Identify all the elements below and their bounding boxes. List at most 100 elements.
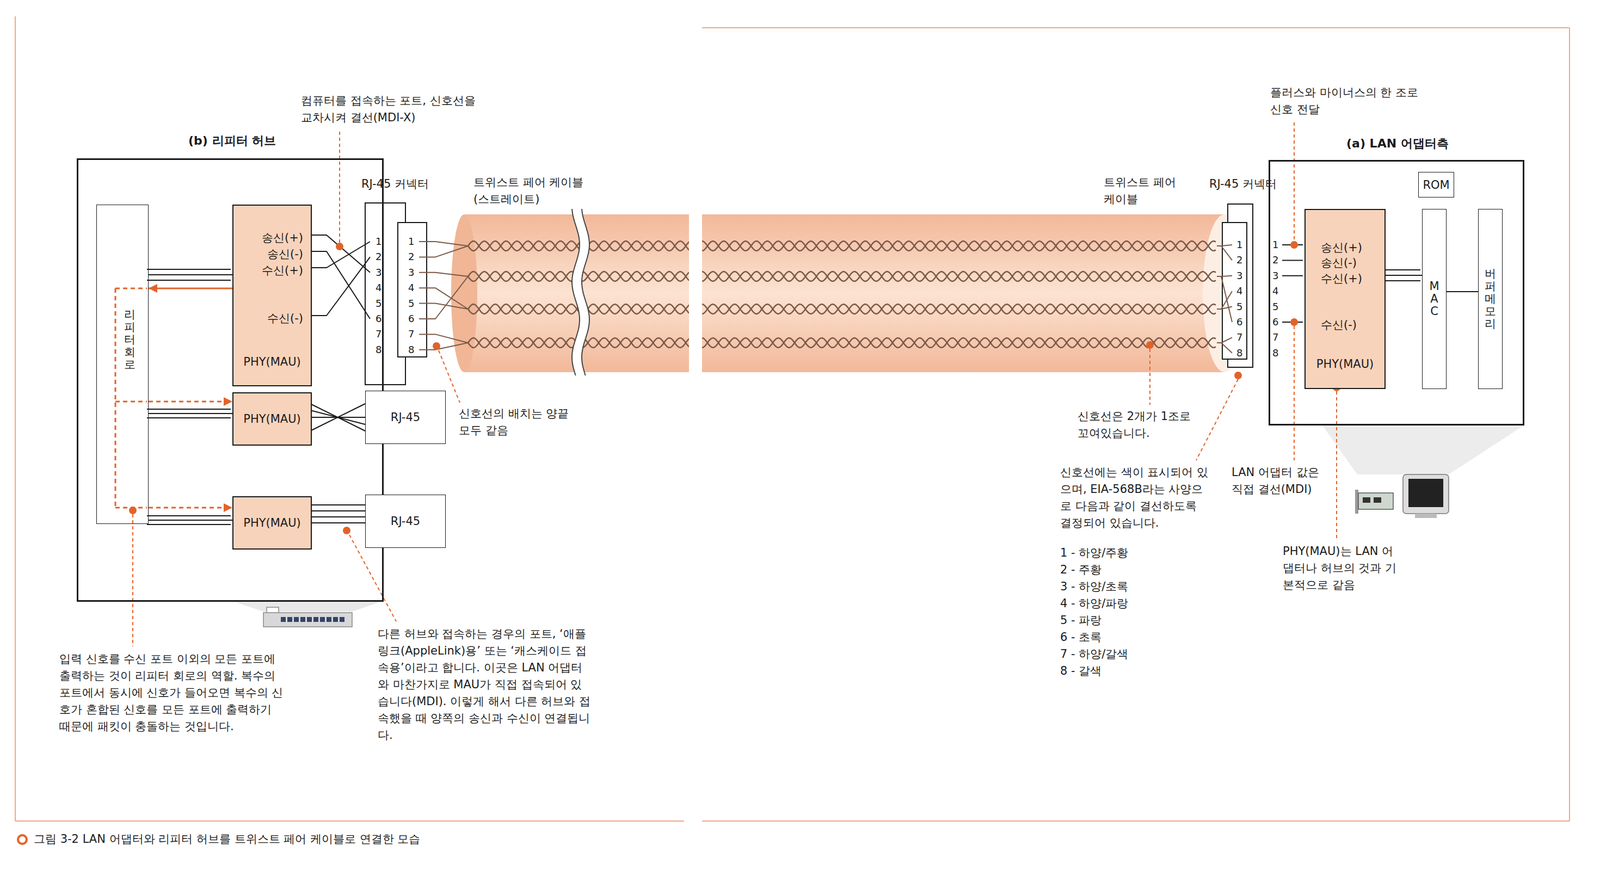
box-label: MAC — [1428, 280, 1440, 318]
hub-port — [320, 617, 325, 623]
callout-text: 트위스트 페어 케이블(스트레이트) — [473, 174, 588, 208]
icon-shadow — [234, 601, 381, 612]
pin-number: 2 — [1272, 254, 1279, 266]
box-label: RJ-45 — [390, 410, 421, 425]
pin-number: 8 — [1236, 347, 1243, 359]
pin-number: 3 — [408, 267, 415, 279]
pin-number: 8 — [408, 344, 415, 356]
callout-dot — [1234, 371, 1242, 380]
pin-number: 7 — [375, 328, 382, 340]
page-frame — [1568, 27, 1571, 822]
pin-number: 4 — [408, 282, 415, 294]
callout-text: 3 - 하양/초록 — [1060, 579, 1129, 594]
hub-port — [313, 617, 319, 623]
callout-text: LAN 어댑터 값은 직접 결선(MDI) — [1231, 464, 1333, 498]
rom-chip: ROM — [1418, 171, 1455, 198]
signal-wire — [1216, 342, 1233, 354]
box-label: PHY(MAU) — [1305, 357, 1385, 372]
lan-card-chip — [1362, 497, 1371, 503]
rj45-plug — [1222, 222, 1247, 360]
pin-number: 5 — [1236, 301, 1243, 313]
connector — [148, 519, 233, 521]
box-label: 송신(+) — [1320, 240, 1363, 255]
leader-line — [1293, 122, 1295, 242]
signal-wire — [1216, 245, 1233, 261]
pin-number: 4 — [1236, 285, 1243, 297]
signal-wire — [419, 334, 469, 343]
connector — [148, 507, 233, 509]
wire — [310, 510, 366, 512]
pin-number: 1 — [408, 236, 415, 248]
callout-text: 플러스와 마이너스의 한 조로 신호 전달 — [1270, 84, 1429, 119]
page-frame — [15, 820, 685, 822]
pin-number: 3 — [1236, 270, 1243, 282]
cable-break-edge — [571, 208, 580, 376]
callout-dot — [342, 526, 351, 535]
wire — [310, 403, 366, 432]
callout-text: 입력 신호를 수신 포트 이외의 모든 포트에 출력하는 것이 리피터 회로의 … — [59, 650, 286, 736]
callout-text: 신호선에는 색이 표시되어 있으며, EIA-568B라는 사양으로 다음과 같… — [1060, 464, 1210, 532]
wire — [146, 515, 231, 517]
callout-text: 1 - 하양/주황 — [1060, 545, 1129, 560]
pin-number: 1 — [375, 236, 382, 248]
pin-number: 6 — [408, 313, 415, 325]
wire — [1383, 280, 1421, 282]
pin-number: 8 — [1272, 347, 1279, 359]
callout-text: 신호선은 2개가 1조로 꼬여있습니다. — [1077, 408, 1195, 442]
callout-dot — [1290, 241, 1298, 249]
box-heading: (b) 리피터 허브 — [188, 133, 276, 149]
pin-number: 3 — [375, 267, 382, 279]
wire — [146, 417, 231, 419]
box-label: 수신(-) — [1320, 317, 1357, 332]
pin-number: 5 — [375, 298, 382, 310]
page-frame — [14, 16, 16, 822]
rj45-plug — [397, 222, 427, 358]
connector — [311, 516, 366, 518]
cable-break — [571, 208, 590, 376]
callout-text: 5 - 파랑 — [1060, 613, 1102, 628]
box-label: 리피터 회로 — [124, 308, 136, 372]
signal-wire — [419, 241, 469, 246]
callout-dot — [335, 242, 344, 251]
wire — [310, 403, 366, 432]
callout-dot — [128, 506, 137, 515]
signal-flow — [115, 401, 147, 403]
wire — [1282, 259, 1303, 261]
page-gutter — [688, 206, 703, 381]
connector — [311, 416, 366, 418]
phy-box: PHY(MAU) — [232, 496, 312, 550]
callout-text: RJ-45 커넥터 — [1209, 176, 1277, 192]
leader-line — [1196, 379, 1239, 461]
pin-number: 6 — [1236, 316, 1243, 328]
signal-wire — [419, 287, 469, 310]
wire — [146, 408, 231, 410]
pin-number: 2 — [1236, 254, 1243, 266]
leader-line — [132, 514, 134, 647]
phy-box: 송신(+)송신(-)수신(+)수신(-)PHY(MAU) — [232, 204, 312, 387]
callout-text: 8 - 갈색 — [1060, 663, 1102, 679]
signal-wire — [419, 276, 469, 319]
lan-card-chip — [1373, 497, 1382, 503]
pin-number: 7 — [408, 328, 415, 340]
pin-number: 5 — [1272, 301, 1279, 313]
wire — [146, 279, 231, 281]
hub-port — [306, 617, 312, 623]
connector — [148, 401, 233, 403]
pin-number: 1 — [1236, 239, 1243, 251]
wire — [310, 522, 366, 524]
callout-text: 컴퓨터를 접속하는 포트, 신호선을 교차시켜 결선(MDI-X) — [300, 92, 489, 127]
phy-box: 송신(+)송신(-)수신(+)수신(-)PHY(MAU) — [1304, 208, 1386, 390]
lan-card — [1358, 493, 1394, 510]
rj45-port: RJ-45 — [365, 494, 446, 549]
connector — [148, 274, 233, 276]
page-frame — [702, 27, 1570, 29]
box-label: ROM — [1422, 177, 1450, 193]
callout-text: 2 - 주황 — [1060, 562, 1102, 577]
signal-wire — [1216, 291, 1233, 310]
wire — [310, 256, 371, 316]
wire — [146, 524, 231, 526]
hub-port — [280, 617, 286, 623]
signal-flow — [115, 287, 147, 290]
hub-port — [339, 617, 345, 623]
callout-dot — [432, 342, 441, 350]
